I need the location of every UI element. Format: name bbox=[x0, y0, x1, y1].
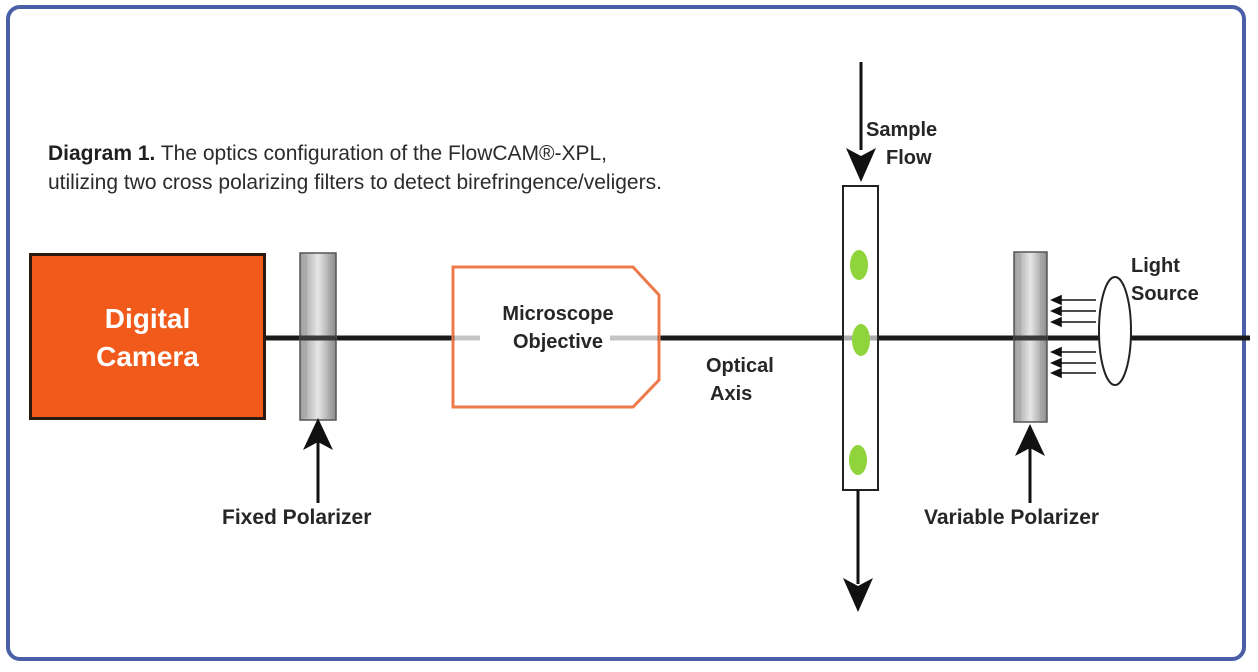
sample-flow-label-line2: Flow bbox=[886, 147, 932, 169]
objective-label-line2: Objective bbox=[512, 331, 604, 353]
fixed-polarizer-label: Fixed Polarizer bbox=[222, 506, 372, 529]
optical-axis-label-line1: Optical bbox=[706, 355, 774, 377]
caption-title: Diagram 1. bbox=[48, 142, 156, 165]
optical-axis-label: Optical Axis bbox=[706, 352, 774, 408]
caption-line2: utilizing two cross polarizing filters t… bbox=[48, 171, 662, 194]
particle bbox=[850, 250, 868, 280]
optical-axis-label-line2: Axis bbox=[710, 383, 753, 405]
sample-flow-label: Sample Flow bbox=[866, 116, 937, 172]
light-source-label: Light Source bbox=[1131, 252, 1199, 308]
light-source-label-line2: Source bbox=[1131, 283, 1199, 305]
sample-flow-label-line1: Sample bbox=[866, 119, 938, 141]
camera-label-line1: Digital bbox=[104, 303, 191, 334]
camera-label: Digital Camera bbox=[32, 300, 263, 376]
light-source-label-line1: Light bbox=[1131, 255, 1180, 277]
objective-label-line1: Microscope bbox=[502, 303, 614, 325]
particle bbox=[852, 324, 870, 356]
light-rays bbox=[1050, 294, 1096, 379]
microscope-objective bbox=[451, 265, 661, 409]
diagram-caption: Diagram 1. The optics configuration of t… bbox=[48, 139, 848, 197]
variable-polarizer-label: Variable Polarizer bbox=[924, 506, 1100, 529]
digital-camera-box: Digital Camera bbox=[29, 253, 266, 420]
light-source-lens bbox=[1098, 276, 1132, 386]
caption-line1: The optics configuration of the FlowCAM®… bbox=[155, 142, 608, 165]
objective-label: Microscope Objective bbox=[478, 300, 638, 356]
camera-label-line2: Camera bbox=[96, 341, 199, 372]
particle bbox=[849, 445, 867, 475]
